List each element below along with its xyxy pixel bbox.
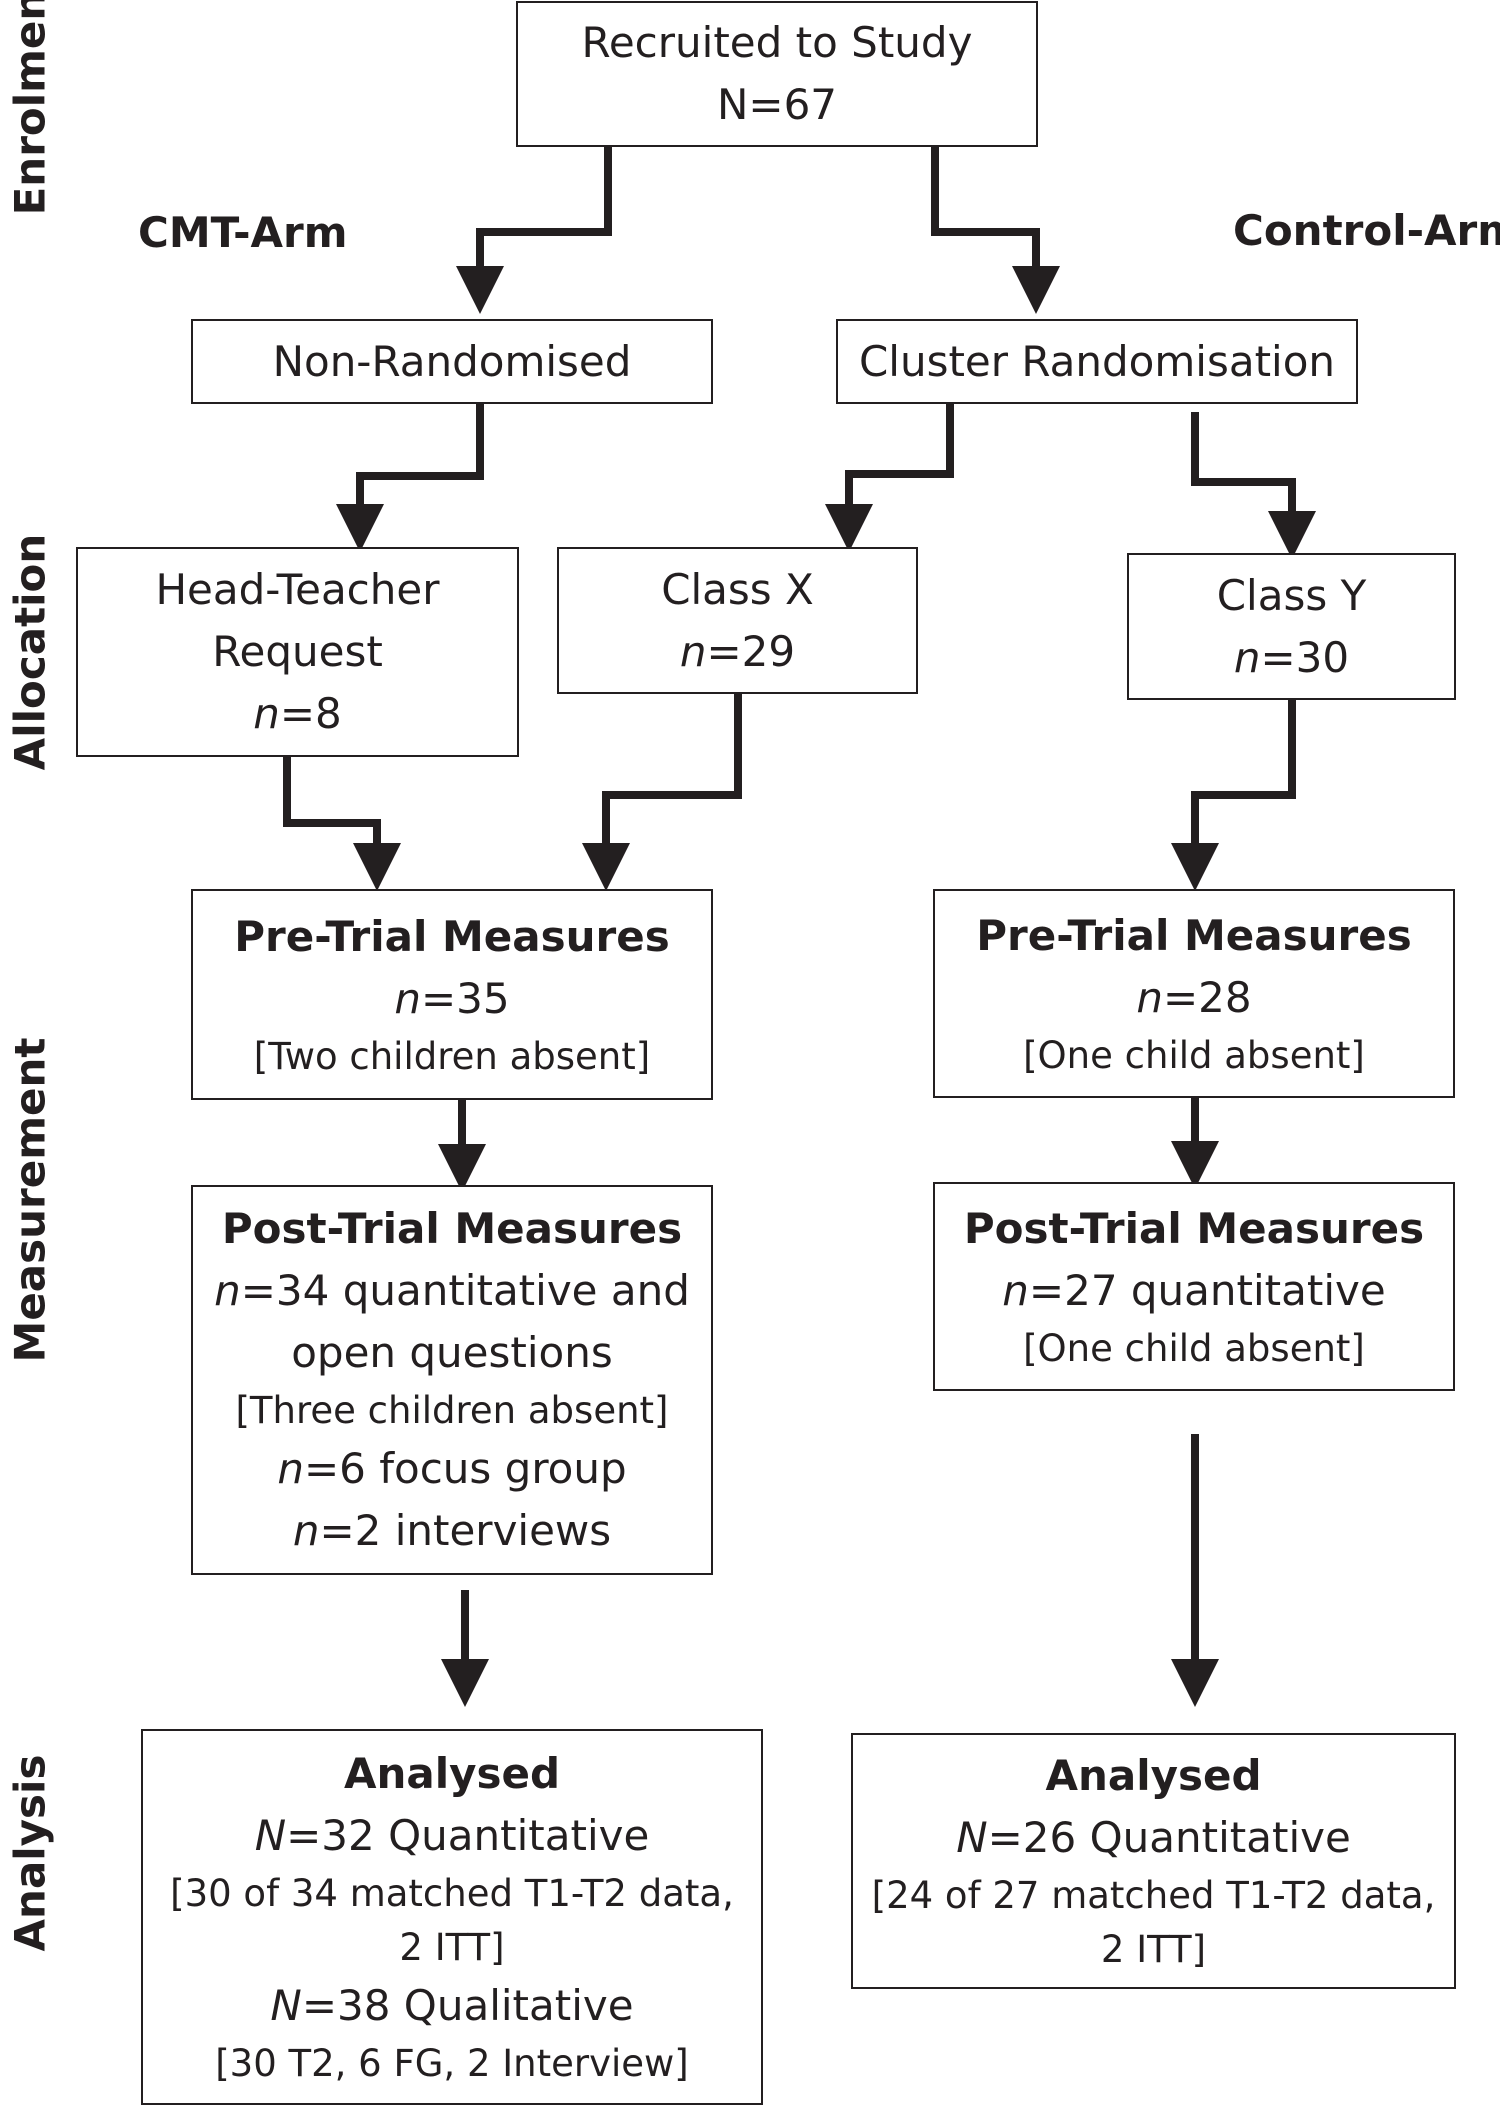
- recruited-title: Recruited to Study: [581, 18, 973, 67]
- arrow-non-randomised-to-head-teacher: [336, 403, 484, 552]
- arrow-recruited-to-non-randomised: [456, 147, 612, 314]
- pre-trial-cmt-note: [Two children absent]: [253, 1034, 651, 1078]
- post-trial-cmt-note: [Three children absent]: [235, 1389, 669, 1432]
- cluster-randomisation-box: Cluster Randomisation: [836, 319, 1358, 404]
- pre-trial-control-title: Pre-Trial Measures: [976, 910, 1412, 960]
- analysed-cmt-quant-note2: 2 ITT]: [399, 1926, 505, 1969]
- head-teacher-line1: Head-Teacher: [155, 565, 440, 614]
- arrow-class-y-to-pre-control: [1171, 700, 1296, 891]
- class-x-label: Class X: [661, 564, 814, 614]
- arrow-cluster-to-class-y: [1191, 412, 1316, 559]
- analysed-control-quant-note1: [24 of 27 matched T1-T2 data,: [871, 1874, 1436, 1917]
- arm-label-cmt: CMT-Arm: [138, 208, 348, 257]
- arrow-cluster-to-class-x: [825, 403, 954, 552]
- post-trial-cmt-box: Post-Trial Measures n=34 quantitative an…: [191, 1185, 713, 1575]
- analysed-cmt-title: Analysed: [343, 1749, 561, 1798]
- class-y-box: Class Y n=30: [1127, 553, 1456, 700]
- analysed-cmt-quant-note1: [30 of 34 matched T1-T2 data,: [170, 1872, 734, 1915]
- post-trial-cmt-interviews: n=2 interviews: [292, 1506, 612, 1555]
- analysed-control-box: Analysed N=26 Quantitative [24 of 27 mat…: [851, 1733, 1456, 1989]
- head-teacher-line2: Request: [212, 627, 383, 676]
- pre-trial-cmt-count: n=35: [394, 973, 510, 1023]
- arm-label-control: Control-Arm: [1233, 206, 1500, 255]
- analysed-cmt-quant: N=32 Quantitative: [254, 1811, 650, 1860]
- cluster-randomisation-label: Cluster Randomisation: [858, 336, 1336, 386]
- post-trial-cmt-focus: n=6 focus group: [277, 1444, 627, 1493]
- pre-trial-control-note: [One child absent]: [1023, 1033, 1365, 1077]
- class-x-count: n=29: [679, 626, 796, 676]
- pre-trial-control-count: n=28: [1136, 972, 1252, 1022]
- analysed-cmt-qual: N=38 Qualitative: [270, 1981, 634, 2030]
- non-randomised-box: Non-Randomised: [191, 319, 713, 404]
- analysed-control-title: Analysed: [1045, 1751, 1262, 1800]
- non-randomised-label: Non-Randomised: [272, 336, 632, 386]
- analysed-control-quant-note2: 2 ITT]: [1100, 1928, 1207, 1971]
- analysed-cmt-box: Analysed N=32 Quantitative [30 of 34 mat…: [141, 1729, 763, 2105]
- head-teacher-request-box: Head-Teacher Request n=8: [76, 547, 519, 757]
- pre-trial-control-box: Pre-Trial Measures n=28 [One child absen…: [933, 889, 1455, 1098]
- post-trial-control-quant: n=27 quantitative: [1002, 1265, 1386, 1315]
- post-trial-control-title: Post-Trial Measures: [963, 1203, 1425, 1253]
- head-teacher-count: n=8: [253, 689, 342, 738]
- recruited-box: Recruited to Study N=67: [516, 1, 1038, 147]
- arrow-class-x-to-pre-cmt: [582, 694, 742, 891]
- class-x-box: Class X n=29: [557, 547, 918, 694]
- post-trial-cmt-open: open questions: [291, 1328, 613, 1377]
- pre-trial-cmt-box: Pre-Trial Measures n=35 [Two children ab…: [191, 889, 713, 1100]
- recruited-count: N=67: [716, 80, 838, 129]
- pre-trial-cmt-title: Pre-Trial Measures: [234, 911, 670, 961]
- post-trial-control-note: [One child absent]: [1023, 1326, 1365, 1370]
- analysed-control-quant: N=26 Quantitative: [956, 1813, 1351, 1862]
- post-trial-control-box: Post-Trial Measures n=27 quantitative [O…: [933, 1182, 1455, 1391]
- post-trial-cmt-title: Post-Trial Measures: [221, 1204, 683, 1253]
- analysed-cmt-qual-note: [30 T2, 6 FG, 2 Interview]: [215, 2042, 689, 2085]
- class-y-label: Class Y: [1216, 570, 1367, 620]
- arrow-head-teacher-to-pre-cmt: [283, 757, 401, 891]
- arrow-recruited-to-cluster-randomisation: [931, 147, 1060, 314]
- class-y-count: n=30: [1233, 632, 1350, 682]
- post-trial-cmt-quant: n=34 quantitative and: [214, 1266, 690, 1315]
